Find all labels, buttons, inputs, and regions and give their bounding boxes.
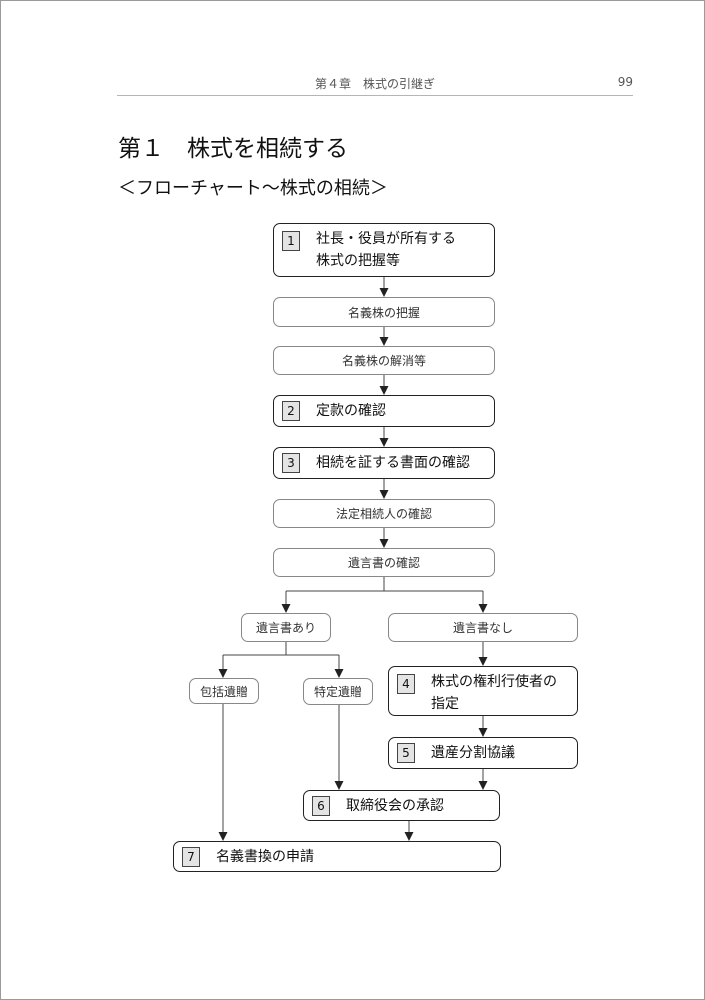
step-label: 社長・役員が所有する 株式の把握等 [316,231,456,269]
step-number: 3 [282,453,300,473]
step-5-box: 5 遺産分割協議 [388,737,578,769]
will-yes-box: 遺言書あり [241,613,331,642]
branch-will-yes [223,642,287,656]
step-label: 相続を証する書面の確認 [316,455,470,471]
branch-will [286,577,385,592]
step-number: 4 [397,674,415,694]
step-label: 定款の確認 [316,403,386,419]
step-number: 2 [282,401,300,421]
step-4-box: 4 株式の権利行使者の 指定 [388,666,578,716]
chapter-title: 第４章 株式の引継ぎ [314,77,435,91]
will-confirm-box: 遺言書の確認 [273,548,495,577]
step-label: 株式の権利行使者の 指定 [431,674,557,712]
general-bequest-box: 包括遺贈 [189,678,259,704]
step-number: 7 [182,846,200,867]
step-3-box: 3 相続を証する書面の確認 [273,447,495,479]
step-label: 名義書換の申請 [216,848,314,865]
step-number: 6 [312,795,330,816]
flowchart-subtitle: ＜フローチャート～株式の相続＞ [118,178,388,199]
running-header: 第４章 株式の引継ぎ 99 [117,73,633,96]
will-no-box: 遺言書なし [388,613,578,642]
step-2-box: 2 定款の確認 [273,395,495,427]
step-number: 1 [282,231,300,251]
heirs-confirm-box: 法定相続人の確認 [273,499,495,528]
step-7-box: 7 名義書換の申請 [173,841,501,872]
specific-bequest-box: 特定遺贈 [303,678,373,705]
page-number: 99 [617,75,633,89]
step-label: 遺産分割協議 [431,745,515,761]
step-number: 5 [397,743,415,763]
nominee-resolve-box: 名義株の解消等 [273,346,495,375]
nominee-identify-box: 名義株の把握 [273,297,495,327]
step-1-box: 1 社長・役員が所有する 株式の把握等 [273,223,495,277]
step-label: 取締役会の承認 [346,797,444,814]
section-title: 第１ 株式を相続する [118,136,348,162]
step-6-box: 6 取締役会の承認 [303,790,500,821]
